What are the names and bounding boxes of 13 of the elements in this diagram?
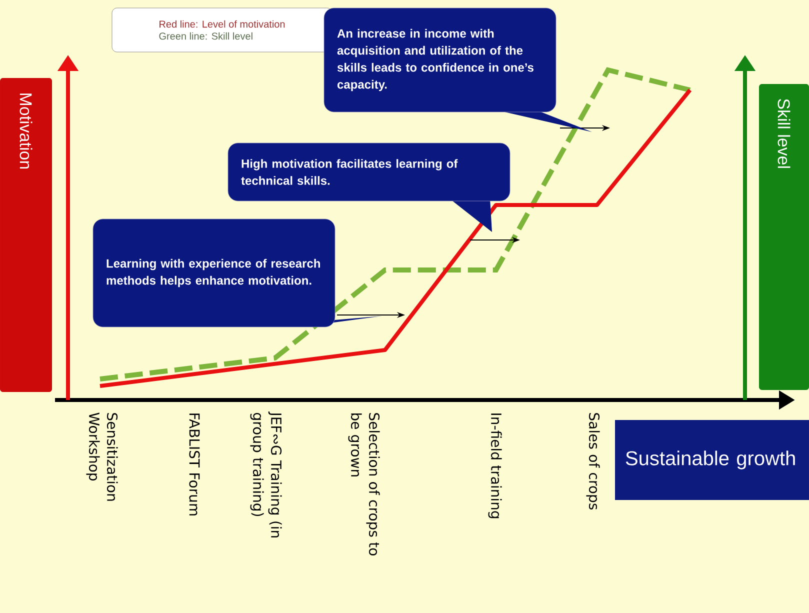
legend-box: Red line: Level of motivation Green line: Skill level bbox=[112, 8, 332, 52]
callout-bubble: High motivation facilitates learning of technical skills. bbox=[228, 142, 510, 232]
axis-title-band: Motivation bbox=[0, 78, 52, 392]
callout-bubble: Learning with experience of research methods helps enhance motivation. bbox=[92, 218, 382, 328]
axis-label: JEF∾G Training (in group training) bbox=[250, 411, 282, 538]
axis-label: Selection of crops to be grown bbox=[348, 413, 380, 556]
axis-title-band: Skill level bbox=[759, 84, 809, 390]
callout-bubble: An increase in income with acquisition and utilization of the skills leads to confidence in one’s capacity. bbox=[324, 8, 592, 132]
axis-title-box: Sustainable growth bbox=[615, 420, 809, 500]
axis-label: In-field training bbox=[488, 414, 502, 518]
axis-label: Sales of crops bbox=[586, 413, 600, 510]
axis-label: FABLIST Forum bbox=[189, 414, 200, 516]
axis-label: Sensitization Workshop bbox=[86, 412, 118, 501]
